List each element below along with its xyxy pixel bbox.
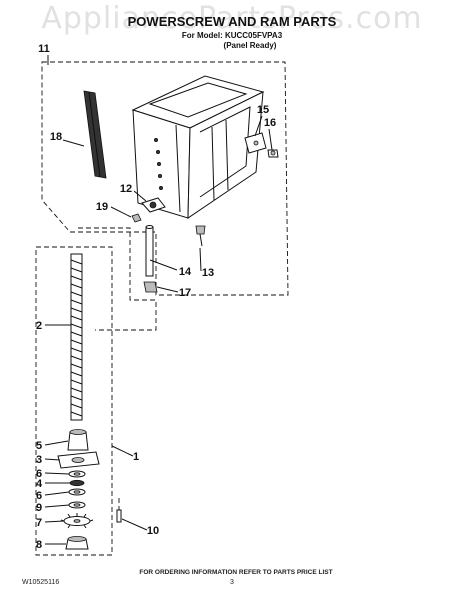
- powerscrew-assembly-outline: [35, 246, 113, 556]
- callout-6a: 6: [36, 468, 42, 480]
- ordering-note: FOR ORDERING INFORMATION REFER TO PARTS …: [139, 569, 332, 576]
- callout-16: 16: [264, 117, 276, 129]
- washer-part-4a[interactable]: [69, 479, 85, 487]
- bracket-part-15[interactable]: [244, 132, 267, 154]
- callout-12: 12: [120, 183, 132, 195]
- ram-box[interactable]: [131, 75, 265, 219]
- doc-number: W10525116: [22, 579, 59, 586]
- bearing-part-5[interactable]: [67, 429, 89, 451]
- washer-part-9[interactable]: [68, 501, 86, 509]
- screw-part-13[interactable]: [195, 225, 206, 247]
- sprocket-part-7[interactable]: [60, 513, 94, 529]
- callout-9: 9: [36, 502, 42, 514]
- page-title: POWERSCREW AND RAM PARTS: [128, 14, 337, 29]
- callout-11: 11: [38, 43, 50, 55]
- gasket-strip-part-18[interactable]: [83, 90, 107, 179]
- callout-15: 15: [257, 104, 269, 116]
- screw-part-10[interactable]: [116, 498, 122, 523]
- page-number: 3: [230, 579, 234, 586]
- callout-2: 2: [36, 320, 42, 332]
- callout-5: 5: [36, 440, 42, 452]
- leader-lines: [44, 55, 273, 545]
- panel-variant: (Panel Ready): [224, 41, 277, 50]
- collar-part-8[interactable]: [65, 536, 89, 550]
- washer-part-6a[interactable]: [68, 470, 86, 478]
- callout-13: 13: [202, 267, 214, 279]
- powerscrew-part-2[interactable]: [70, 253, 83, 421]
- callout-8: 8: [36, 539, 42, 551]
- screw-part-16[interactable]: [267, 149, 279, 158]
- plate-part-3[interactable]: [57, 451, 100, 469]
- rod-part-14[interactable]: [145, 225, 154, 277]
- callout-1: 1: [133, 451, 139, 463]
- callout-18: 18: [50, 131, 62, 143]
- ram-assembly-outline: [41, 61, 289, 296]
- callout-3: 3: [36, 454, 42, 466]
- watermark-text: AppliancePartsPros.com: [41, 1, 422, 36]
- nut-part-19[interactable]: [131, 213, 142, 223]
- link-part-12[interactable]: [141, 197, 166, 213]
- callout-7: 7: [36, 517, 42, 529]
- callout-19: 19: [96, 201, 108, 213]
- nut-part-17[interactable]: [143, 281, 158, 293]
- callout-10: 10: [147, 525, 159, 537]
- callout-6b: 6: [36, 490, 42, 502]
- callout-17: 17: [179, 287, 191, 299]
- screw-to-ram-path: [78, 227, 157, 331]
- callout-4: 4: [36, 478, 43, 490]
- model-line: For Model: KUCC05FVPA3: [182, 31, 283, 40]
- callout-14: 14: [179, 266, 192, 278]
- washer-part-6b[interactable]: [68, 488, 86, 496]
